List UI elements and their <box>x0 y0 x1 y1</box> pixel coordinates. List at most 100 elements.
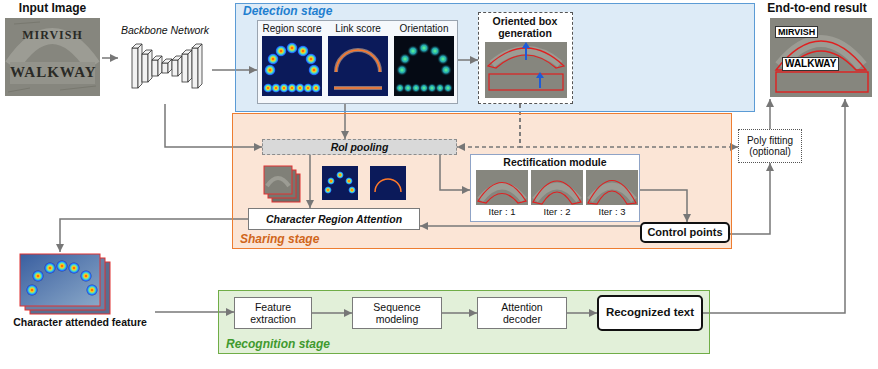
illustration-part <box>588 181 636 205</box>
illustration-part <box>56 260 68 272</box>
illustration-part <box>182 54 188 82</box>
node-label: Attention decoder <box>478 298 566 328</box>
node-label: Feature extraction <box>235 298 311 328</box>
illustration-part <box>437 53 449 65</box>
process-box: Feature extraction <box>234 297 312 329</box>
illustration-part <box>776 41 866 70</box>
illustration-part <box>263 42 321 93</box>
flow-arrow <box>640 190 687 222</box>
result-photo <box>770 18 872 97</box>
node-label: Recognized text <box>599 297 701 329</box>
oriented-box-photo <box>485 42 567 98</box>
illustration-part <box>235 3 755 112</box>
node-label: Iter : 3 <box>586 207 638 218</box>
illustration-part <box>776 72 868 92</box>
illustration-part <box>264 166 292 194</box>
illustration-part <box>68 262 80 274</box>
illustration-part <box>334 50 382 88</box>
illustration-part <box>264 64 276 76</box>
illustration-part <box>334 50 382 88</box>
illustration-part <box>488 48 564 68</box>
region-score-map <box>262 36 322 96</box>
illustration-part <box>478 183 526 204</box>
input-photo <box>5 18 100 96</box>
illustration-part <box>345 177 353 185</box>
illustration-part <box>322 166 358 200</box>
rectification-steps <box>476 170 638 205</box>
flow-arrow <box>440 155 470 190</box>
illustration-part <box>485 42 567 98</box>
illustration-part <box>522 42 530 48</box>
image-panel: End-to-end result <box>758 2 876 99</box>
orientation-map <box>394 36 454 96</box>
node-label: Sequence modeling <box>353 298 441 328</box>
node-label: Rectification module <box>471 156 639 168</box>
illustration-part <box>218 290 710 354</box>
illustration-part <box>132 48 138 88</box>
stage-panel: Sharing stage RoI poolingRectification mo… <box>232 113 732 249</box>
node-label: Iter : 2 <box>531 207 583 218</box>
flow-arrow <box>312 312 352 314</box>
process-box: Character Region Attention <box>248 208 420 230</box>
illustration-part <box>138 44 142 88</box>
flow-arrow <box>458 59 478 61</box>
link-score-map <box>328 36 388 96</box>
node-label: Sharing stage <box>240 233 319 247</box>
feature-figure: Character attended feature <box>5 252 155 352</box>
illustration-part <box>395 42 453 93</box>
illustration-part <box>324 186 332 194</box>
backbone-network <box>132 44 202 88</box>
node-label: Input Image <box>3 2 102 16</box>
illustration-part <box>5 18 100 96</box>
attended-feature-stack <box>20 254 110 314</box>
illustration-part <box>396 64 408 76</box>
illustration-part <box>348 186 356 194</box>
illustration-part <box>328 36 388 96</box>
illustration-part <box>10 62 95 84</box>
optional-box: Poly fitting (optional) <box>738 129 802 163</box>
illustration-part <box>275 45 287 57</box>
illustration-part <box>44 262 56 274</box>
illustration-part <box>308 64 320 76</box>
illustration-part <box>327 177 335 185</box>
image-word: MIRVISH <box>18 29 87 43</box>
illustration-part <box>311 83 321 93</box>
illustration-part <box>192 48 198 88</box>
illustration-part <box>168 59 172 73</box>
illustration-part <box>478 12 573 104</box>
flow-arrow <box>730 163 770 234</box>
node-label: Recognition stage <box>226 338 330 352</box>
node-label: End-to-end result <box>758 2 876 16</box>
illustration-part <box>142 54 148 82</box>
pooled-crops <box>264 166 406 202</box>
illustration-part <box>470 154 640 222</box>
flow-arrow <box>420 225 640 227</box>
illustration-part <box>533 181 581 204</box>
node-label: Poly fitting (optional) <box>739 130 801 162</box>
illustration-part <box>536 72 544 78</box>
illustration-part <box>267 178 289 186</box>
node-label: RoI pooling <box>263 140 456 154</box>
illustration-part <box>86 284 98 296</box>
illustration-part <box>286 42 298 54</box>
node-label: Detection stage <box>243 5 332 19</box>
illustration-part <box>394 36 454 96</box>
node-label: Character Region Attention <box>249 209 419 229</box>
illustration-part <box>172 60 178 76</box>
illustration-part <box>418 42 430 54</box>
dashed-arrow <box>457 104 520 147</box>
image-word: WALKWAY <box>10 64 95 81</box>
network-figure: Backbone Network <box>118 22 212 104</box>
output-box: Recognized text <box>597 295 703 331</box>
illustration-part <box>8 22 96 92</box>
illustration-part <box>198 44 202 88</box>
illustration-part <box>152 60 158 76</box>
illustration-part <box>770 18 872 97</box>
node-label: Link score <box>325 23 391 35</box>
process-box: Oriented box generation <box>478 12 573 104</box>
node-label: Control points <box>642 224 728 241</box>
flow-arrow <box>442 312 477 314</box>
illustration-part <box>188 50 192 82</box>
illustration-part <box>232 113 732 249</box>
